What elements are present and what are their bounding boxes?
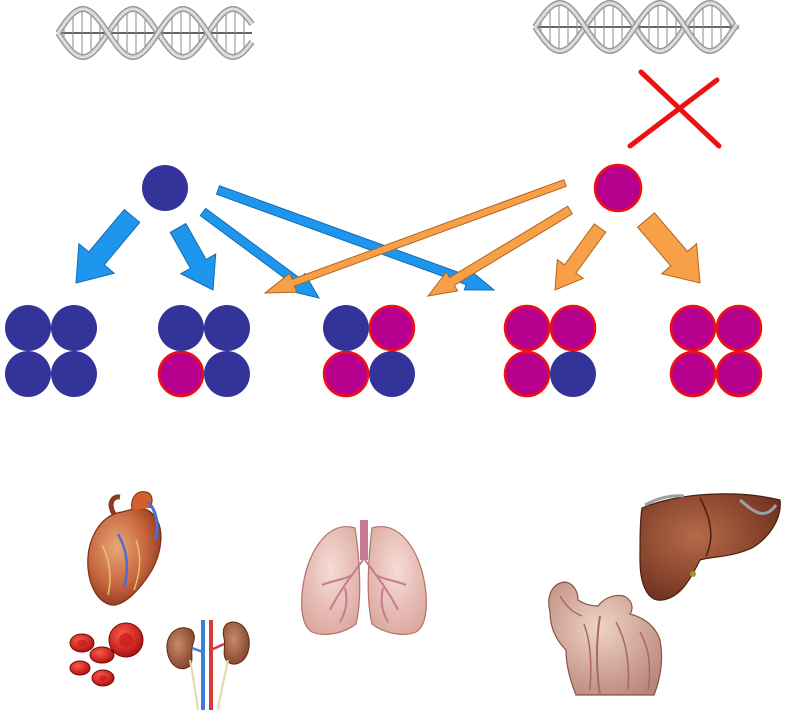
modified-cell — [157, 350, 205, 398]
normal-cell — [323, 305, 369, 351]
modified-cell — [503, 350, 551, 398]
cell-colonies — [5, 304, 763, 398]
cell-colony — [5, 305, 97, 397]
red-blood-cells-icon — [69, 622, 144, 687]
kidneys-icon — [166, 620, 250, 711]
lungs-icon — [301, 520, 427, 636]
blue-arrow — [75, 208, 141, 284]
cell-colony — [503, 304, 597, 398]
orange-arrow — [426, 205, 573, 297]
normal-cell — [5, 305, 51, 351]
modified-parent-cell — [593, 163, 643, 213]
modified-cell — [715, 304, 763, 352]
orange-arrow — [636, 212, 701, 284]
inheritance-arrows — [75, 179, 701, 299]
normal-cell — [369, 351, 415, 397]
blue-arrow — [169, 222, 217, 291]
normal-cell — [550, 351, 596, 397]
normal-cell — [51, 305, 97, 351]
cell-colony — [322, 304, 416, 398]
cell-colony — [157, 305, 250, 398]
modified-cell — [368, 304, 416, 352]
parent-cells — [142, 163, 643, 213]
modified-cell — [322, 350, 370, 398]
normal-cell — [204, 305, 250, 351]
cell-colony — [669, 304, 763, 398]
cross-out-icon — [627, 69, 722, 149]
orange-arrow — [554, 223, 607, 291]
heart-icon — [87, 491, 162, 606]
orange-arrow — [263, 179, 567, 294]
muscular-torso-icon — [548, 581, 663, 696]
normal-cell — [51, 351, 97, 397]
dna-helix-icon — [55, 6, 255, 60]
modified-cell — [669, 304, 717, 352]
modified-cell — [549, 304, 597, 352]
dna-helix-icon — [532, 0, 740, 54]
normal-cell — [5, 351, 51, 397]
normal-parent-cell — [142, 165, 188, 211]
modified-cell — [669, 350, 717, 398]
modified-cell — [503, 304, 551, 352]
modified-cell — [715, 350, 763, 398]
blue-arrow — [215, 185, 496, 291]
normal-cell — [158, 305, 204, 351]
liver-icon — [639, 493, 781, 601]
normal-cell — [204, 351, 250, 397]
